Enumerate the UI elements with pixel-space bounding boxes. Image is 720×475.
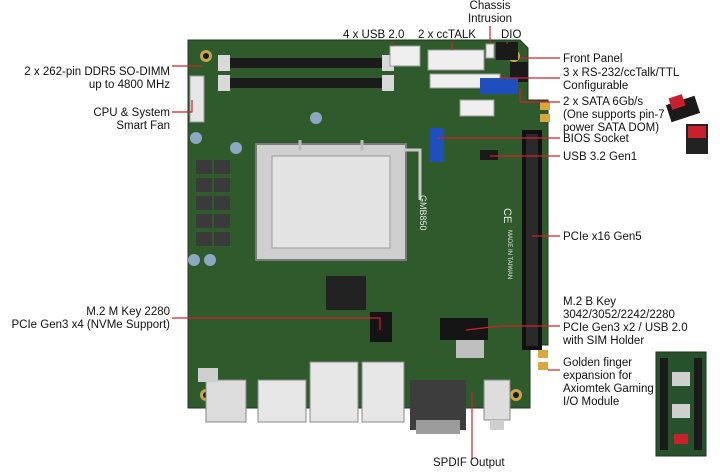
usb32-label: USB 3.2 Gen1 (563, 151, 638, 163)
m2-m-key-slot (370, 312, 392, 342)
cctalk-header (427, 49, 485, 71)
chassis-intrusion-label: Chassis Intrusion (467, 0, 513, 25)
dio-label: DIO (501, 29, 522, 41)
sata-label: 2 x SATA 6Gb/s (One supports pin-7 power… (563, 96, 665, 134)
usb20-label: 4 x USB 2.0 (343, 29, 405, 41)
made-in-mark: MADE IN TAIWAN (506, 230, 512, 279)
m2m-label: M.2 M Key 2280 PCIe Gen3 x4 (NVMe Suppor… (11, 306, 170, 331)
vrm-chokes (196, 160, 230, 246)
board-model-mark: GMB850 (418, 195, 428, 231)
chassis-header (485, 43, 495, 59)
cctalk-label: 2 x ccTALK (418, 29, 476, 41)
leader-lines (172, 26, 560, 460)
spdif-label: SPDIF Output (433, 457, 505, 469)
golden-finger (538, 102, 550, 370)
dimm-slot-1 (222, 58, 390, 68)
golden-finger-label: Golden finger expansion for Axiomtek Gam… (563, 357, 654, 408)
chipset (326, 276, 366, 310)
front-panel-header (510, 62, 528, 82)
rear-io (205, 361, 511, 434)
fan-label: CPU & System Smart Fan (93, 107, 170, 132)
fan-header (189, 75, 205, 123)
m2b-label: M.2 B Key 3042/3052/2242/2280 PCIe Gen3 … (563, 296, 688, 347)
sim-holder (456, 340, 484, 358)
pcie16-label: PCIe x16 Gen5 (563, 231, 642, 243)
ce-mark: CE (501, 208, 513, 223)
usb32-header (480, 150, 498, 160)
usb20-header (389, 45, 421, 67)
m2-b-key-slot (440, 318, 488, 340)
dio-header (496, 42, 518, 60)
sata-dom-photo (665, 94, 708, 154)
gaming-io-module-photo (655, 351, 707, 457)
sata-port-2 (459, 99, 495, 117)
sata-port (480, 78, 518, 94)
bios-label: BIOS Socket (563, 133, 629, 145)
dimm-slot-2 (222, 78, 390, 88)
ddr5-label: 2 x 262-pin DDR5 SO-DIMM up to 4800 MHz (24, 66, 170, 91)
front-panel-label: Front Panel (563, 53, 623, 65)
bios-socket (430, 128, 444, 162)
rs232-label: 3 x RS-232/ccTalk/TTL Configurable (563, 67, 680, 92)
